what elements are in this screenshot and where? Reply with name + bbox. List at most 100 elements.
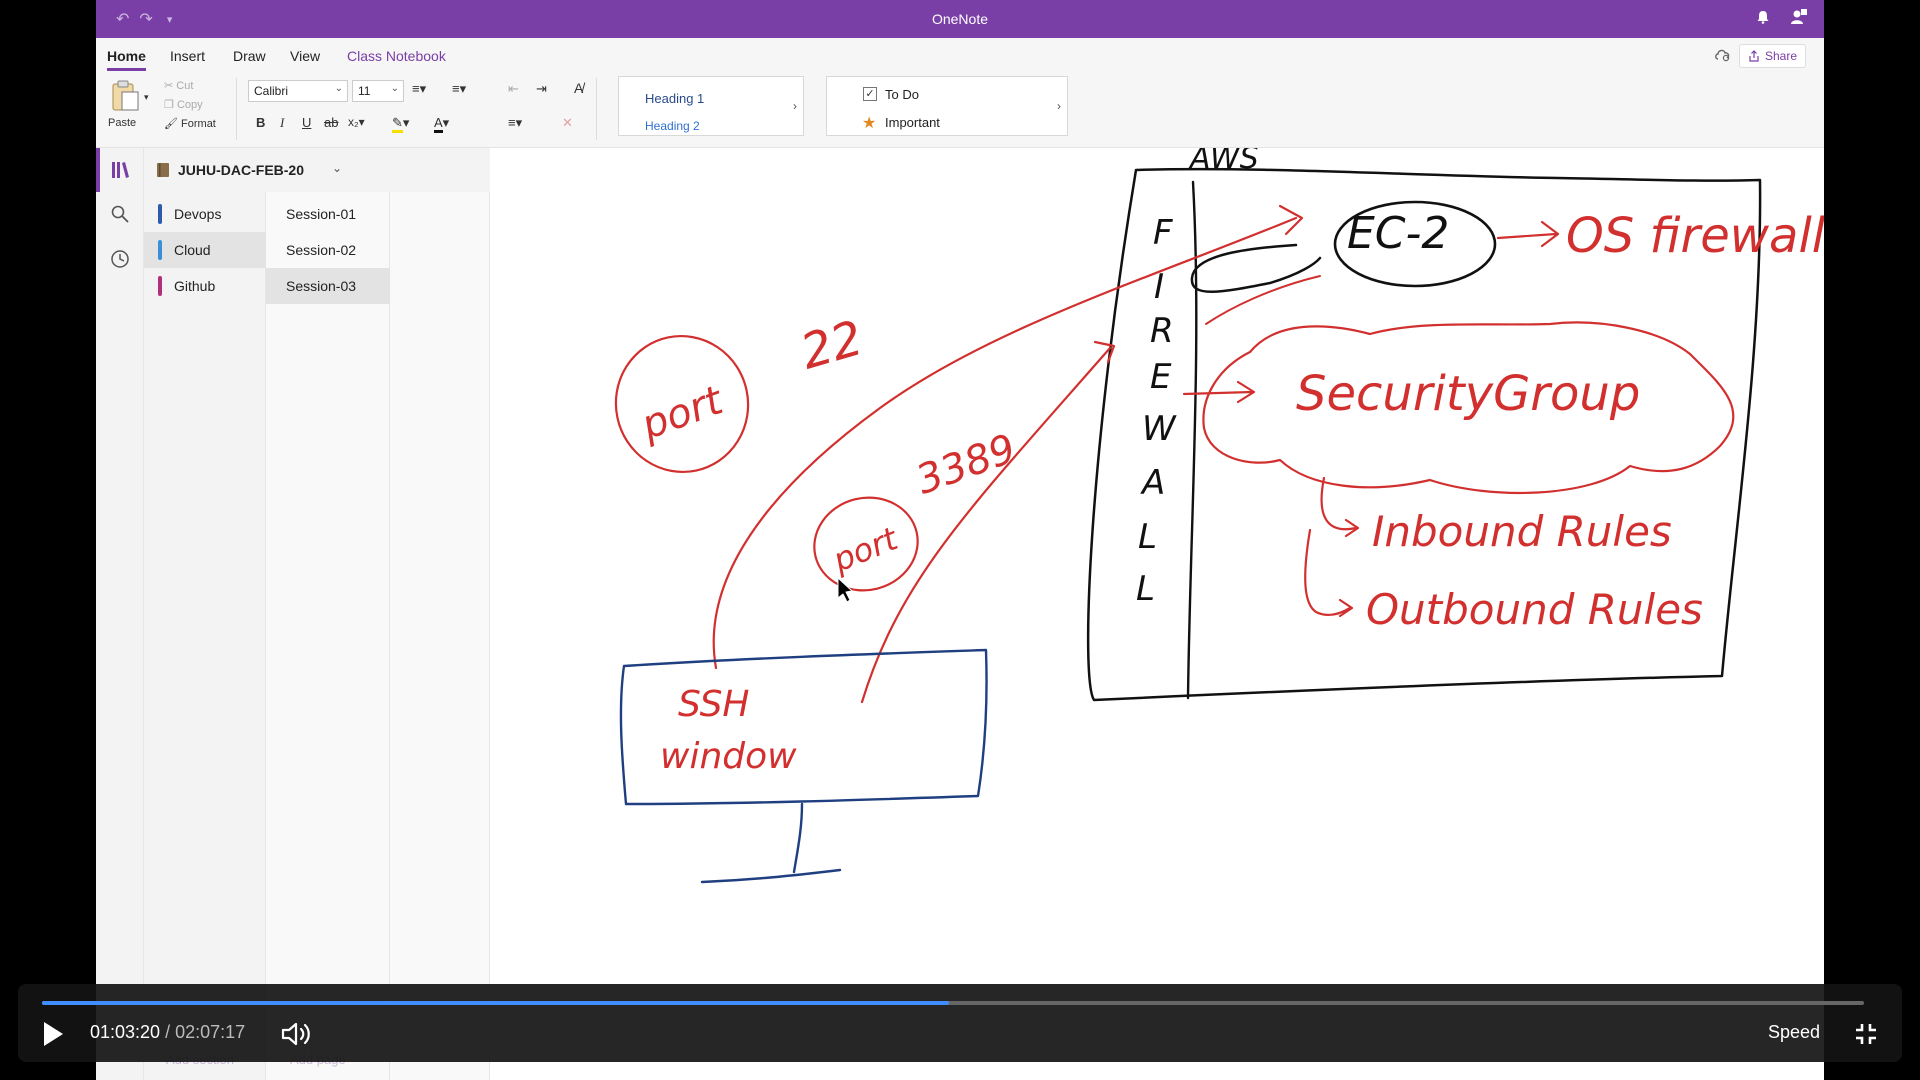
firewall-letter-f: F [1153,213,1173,253]
font-family-select[interactable]: Calibri⌄ [248,80,348,102]
port-3389-label: 3389 [910,426,1021,504]
paste-options-chevron-icon[interactable]: ▾ [144,92,149,102]
section-cloud[interactable]: Cloud [144,232,266,268]
underline-icon[interactable]: U [302,115,312,130]
progress-bar[interactable] [42,1001,1864,1005]
tab-class-notebook[interactable]: Class Notebook [347,48,446,64]
tag-important[interactable]: Important [885,115,940,130]
outbound-branch [1304,528,1354,618]
section-label: Cloud [174,242,211,258]
format-painter-button[interactable]: 🖌 Format [164,118,216,130]
aws-boundary [1086,167,1762,702]
quick-access: ↶ ↷ ▾ [116,0,172,38]
tab-view[interactable]: View [290,48,321,64]
section-github[interactable]: Github [144,268,266,304]
port22-arrow [712,216,1298,670]
inbound-rules-label: Inbound Rules [1372,507,1672,556]
ink-drawing: AWS F I R E W A L L EC-2 OS firewall Sec… [614,148,1824,884]
current-time: 01:03:20 [90,1022,161,1042]
style-heading-2[interactable]: Heading 2 [645,119,700,133]
font-color-icon[interactable]: A▾ [434,115,449,133]
paste-label[interactable]: Paste [108,117,137,129]
play-icon[interactable] [40,1020,66,1048]
align-icon[interactable]: ≡▾ [508,115,523,130]
tag-todo[interactable]: To Do [885,87,919,102]
customize-chevron-icon[interactable]: ▾ [166,13,173,26]
cut-button[interactable]: ✂ Cut [164,80,194,92]
recent-clock-icon[interactable] [109,248,131,270]
ec2-outline [1333,200,1497,288]
exit-fullscreen-icon[interactable] [1854,1022,1878,1046]
font-size-value: 11 [358,84,371,98]
copy-icon: ❐ [164,99,174,111]
page-canvas[interactable]: AWS F I R E W A L L EC-2 OS firewall Sec… [490,148,1824,1080]
volume-icon[interactable] [280,1020,312,1048]
search-icon[interactable] [109,203,131,225]
share-icon [1749,50,1759,62]
divider [596,78,597,140]
delete-icon[interactable]: ✕ [562,115,573,130]
duration: 02:07:17 [175,1022,246,1042]
style-heading-1[interactable]: Heading 1 [645,91,705,106]
ssh-label: SSH [678,684,750,725]
share-button[interactable]: Share [1738,44,1806,68]
paste-icon[interactable] [110,78,140,112]
sections-list: Devops Cloud Github [144,192,266,1080]
section-devops[interactable]: Devops [144,196,266,232]
section-color-tab [158,204,162,224]
page-label: Session-01 [286,206,357,222]
font-size-select[interactable]: 11⌄ [352,80,404,102]
tags-gallery[interactable]: ✓ To Do ★ Important › [826,76,1068,136]
port-label-mid: port [827,519,904,580]
pages-list: Session-01 Session-02 Session-03 [266,192,390,1080]
section-color-tab [158,240,162,260]
page-session-03[interactable]: Session-03 [266,268,390,304]
tab-insert[interactable]: Insert [170,48,206,64]
time-display: 01:03:20 / 02:07:17 [90,1022,245,1043]
notebook-header[interactable]: JUHU-DAC-FEB-20 ⌄ [144,148,490,192]
firewall-letter-l: L [1136,569,1155,609]
speed-button[interactable]: Speed [1768,1022,1821,1042]
italic-icon[interactable]: I [280,115,285,130]
security-group-cloud [1202,321,1735,495]
ssh-window-box [619,648,988,806]
firewall-letter-i: I [1154,267,1164,307]
scissors-icon: ✂ [164,80,174,92]
decrease-indent-icon[interactable]: ⇤ [508,81,519,96]
tab-home[interactable]: Home [107,48,146,71]
chevron-right-icon[interactable]: › [1057,99,1061,113]
chevron-down-icon[interactable]: ⌄ [332,161,343,175]
bullets-icon[interactable]: ≡▾ [412,81,427,96]
numbering-icon[interactable]: ≡▾ [452,81,467,96]
security-group-label: SecurityGroup [1296,366,1640,422]
arrowhead [1093,340,1116,364]
notebooks-icon[interactable] [109,159,131,181]
strikethrough-icon[interactable]: ab [324,115,339,130]
highlight-icon[interactable]: ✎▾ [392,115,409,133]
section-color-tab [158,276,162,296]
page-label: Session-02 [286,242,357,258]
clear-formatting-icon[interactable]: A̸ [574,80,584,96]
video-player-controls: 01:03:20 / 02:07:17 Speed [18,984,1902,1062]
subscript-icon[interactable]: x₂▾ [348,115,365,129]
notifications-bell-icon[interactable] [1756,10,1770,28]
monitor-base [700,868,842,884]
bold-icon[interactable]: B [256,115,266,130]
tab-draw[interactable]: Draw [233,48,266,64]
page-session-02[interactable]: Session-02 [266,232,390,268]
copy-button[interactable]: ❐ Copy [164,99,203,111]
monitor-stand [792,802,804,874]
undo-icon[interactable]: ↶ [116,11,130,28]
styles-gallery[interactable]: Heading 1 Heading 2 › [618,76,804,136]
firewall-letter-a: A [1140,463,1165,503]
notebook-icon [157,163,169,177]
account-icon[interactable] [1790,8,1808,30]
page-session-01[interactable]: Session-01 [266,196,390,232]
ribbon-home: Paste ▾ ✂ Cut ❐ Copy 🖌 Format Calibri⌄ 1… [96,72,1824,148]
sync-status-icon[interactable] [1714,48,1732,62]
inbound-branch [1320,476,1360,538]
increase-indent-icon[interactable]: ⇥ [536,81,547,96]
chevron-right-icon[interactable]: › [793,99,797,113]
title-bar: ↶ ↷ ▾ OneNote [96,0,1824,38]
redo-icon[interactable]: ↷ [139,11,153,28]
